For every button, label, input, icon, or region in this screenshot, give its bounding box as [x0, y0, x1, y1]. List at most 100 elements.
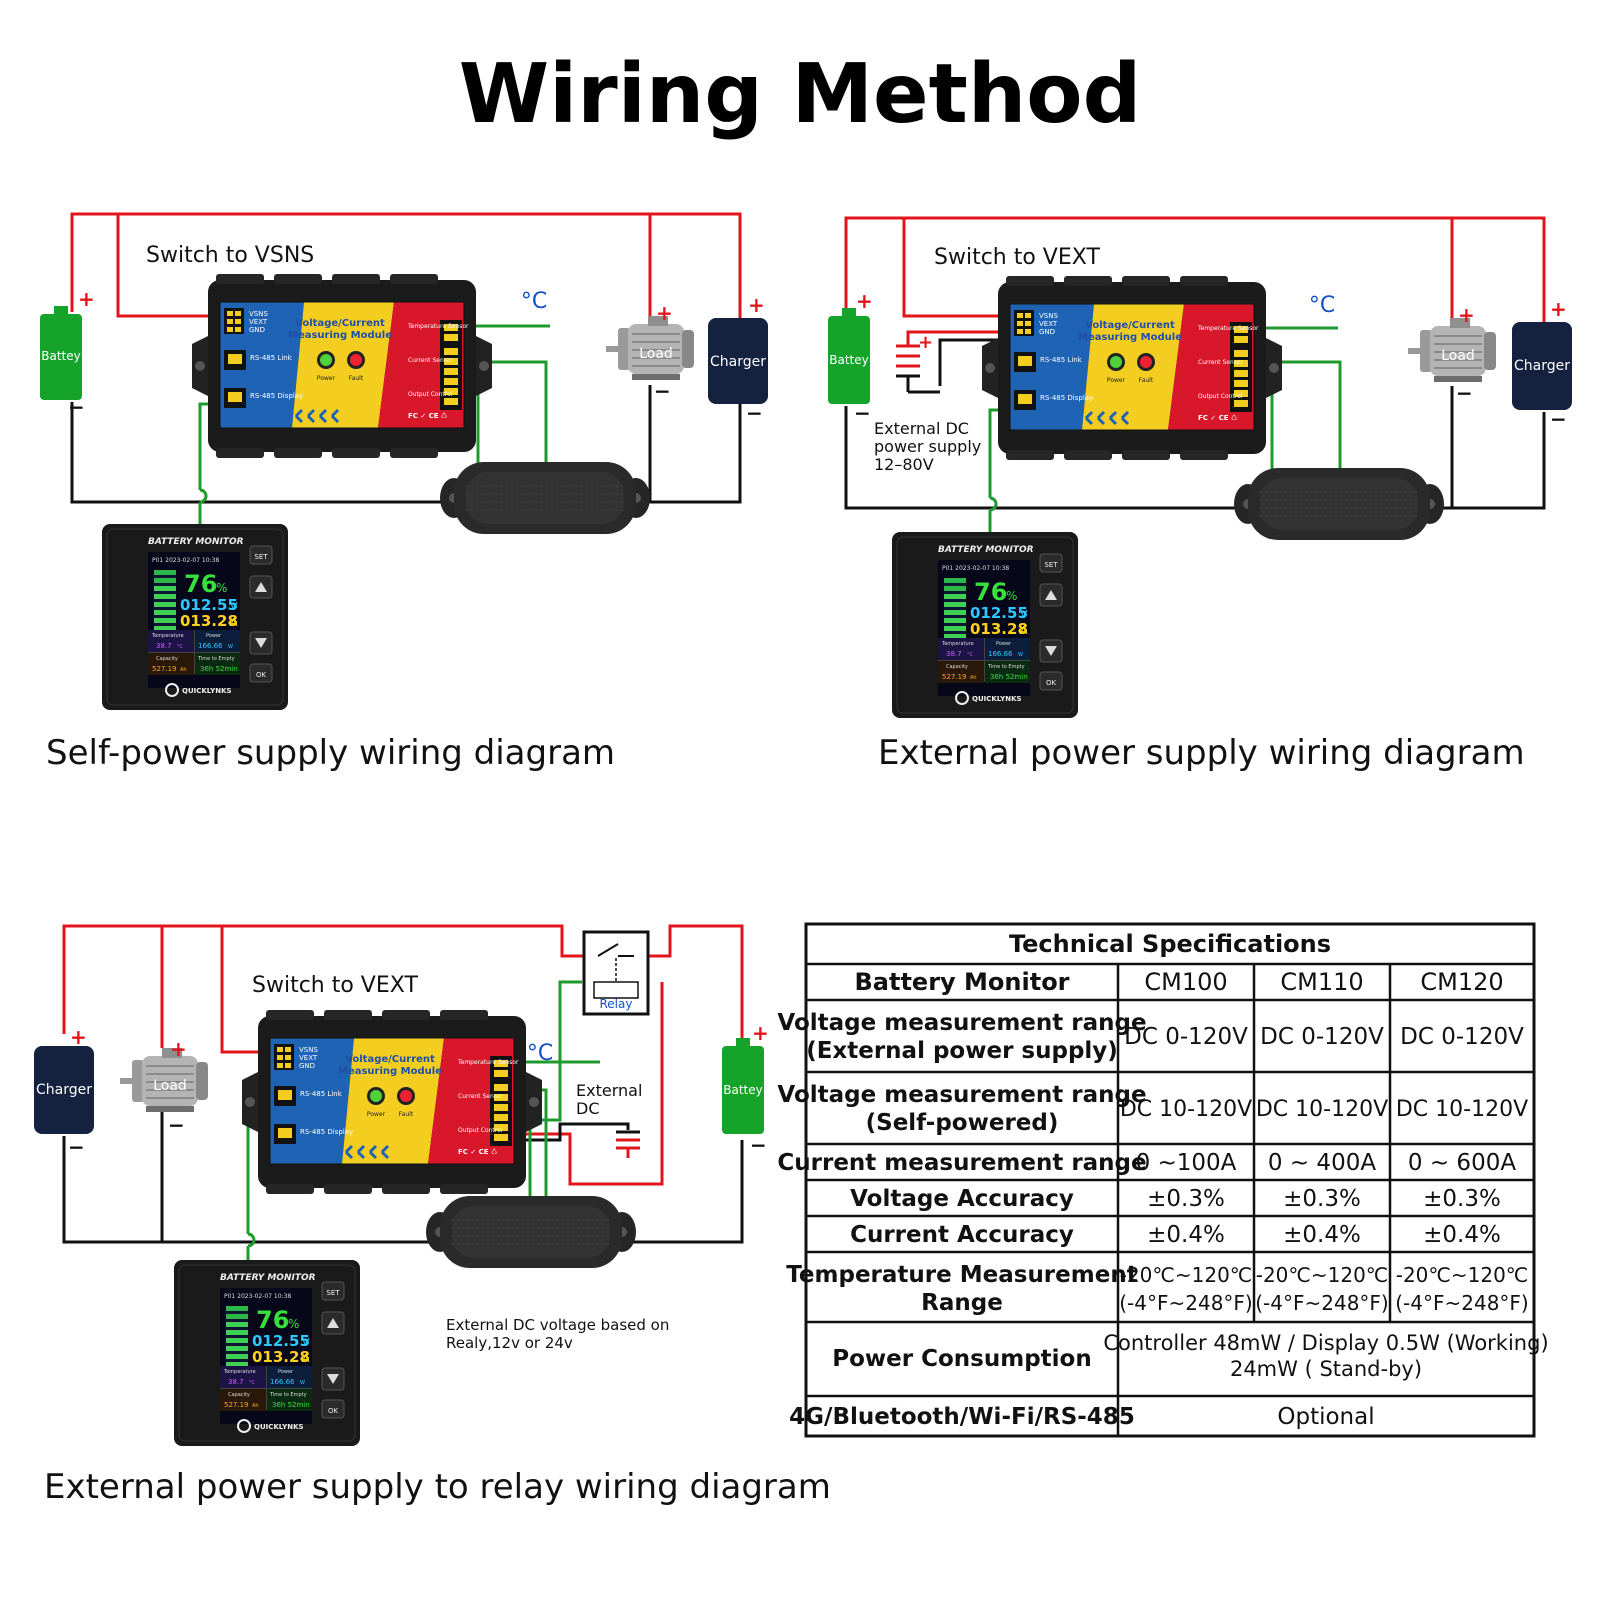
spec-cell: ±0.3%	[1423, 1186, 1501, 1212]
capacitor-icon	[896, 344, 940, 394]
celsius-label: °C	[521, 289, 547, 314]
relay-note-line1: External DC voltage based on	[446, 1316, 669, 1334]
svg-text:GND: GND	[249, 326, 265, 334]
svg-text:012.55: 012.55	[252, 1332, 310, 1350]
spec-table: Technical Specifications Battery Monitor…	[777, 922, 1549, 1438]
shunt-icon	[425, 1195, 637, 1269]
page-title: Wiring Method	[459, 47, 1142, 142]
minus-sign: −	[654, 379, 671, 403]
svg-text:Temperature Sensor: Temperature Sensor	[1197, 325, 1259, 332]
svg-text:166.66: 166.66	[198, 642, 223, 650]
svg-text:Power: Power	[278, 1369, 294, 1375]
spec-row-label: Temperature Measurement	[786, 1262, 1137, 1288]
ext-dc-line2: power supply	[874, 437, 981, 456]
spec-cell: ±0.4%	[1423, 1222, 1501, 1248]
plus-sign: +	[752, 1021, 769, 1045]
svg-text:P01 2023-02-07 10:38: P01 2023-02-07 10:38	[942, 565, 1009, 572]
svg-text:Output Control: Output Control	[1198, 393, 1243, 400]
spec-cell: DC 0-120V	[1260, 1024, 1384, 1050]
svg-text:BATTERY MONITOR: BATTERY MONITOR	[220, 1273, 316, 1283]
svg-text:Voltage/Current: Voltage/Current	[1085, 320, 1175, 331]
svg-text:OK: OK	[256, 671, 267, 679]
spec-row-label: Power Consumption	[832, 1346, 1091, 1372]
svg-text:FC ✓ CE ♺: FC ✓ CE ♺	[1198, 414, 1237, 422]
svg-text:Time to Empty: Time to Empty	[269, 1392, 307, 1398]
battery-icon: Battey	[722, 1038, 764, 1134]
svg-text:SET: SET	[326, 1289, 340, 1297]
spec-header-label: Battery Monitor	[854, 968, 1069, 996]
svg-text:Ah: Ah	[252, 1403, 259, 1409]
svg-text:012.55: 012.55	[180, 596, 238, 614]
svg-text:Power: Power	[996, 641, 1012, 647]
svg-text:Power: Power	[367, 1111, 386, 1118]
measuring-module-icon: VSNS VEXT GND RS-485 Link RS-485 Display…	[980, 274, 1284, 462]
relay-icon: Relay	[582, 930, 650, 1016]
plus-sign: +	[1550, 297, 1567, 321]
minus-sign: −	[746, 401, 763, 425]
charger-label: Charger	[1514, 358, 1570, 374]
motor-icon: Load	[1407, 317, 1497, 383]
svg-text:QUICKLYNKS: QUICKLYNKS	[182, 687, 232, 695]
spec-cell: (-4°F~248°F)	[1395, 1291, 1529, 1315]
spec-cell: Optional	[1277, 1404, 1374, 1430]
minus-sign: −	[68, 1135, 85, 1159]
spec-cell: 24mW ( Stand-by)	[1230, 1357, 1422, 1381]
plus-sign: +	[1458, 303, 1475, 327]
svg-text:W: W	[300, 1380, 305, 1386]
svg-text:RS-485 Display: RS-485 Display	[250, 392, 303, 400]
svg-text:527.19: 527.19	[942, 673, 967, 681]
svg-text:%: %	[216, 581, 227, 595]
svg-text:38.7: 38.7	[228, 1378, 244, 1386]
spec-title: Technical Specifications	[1009, 930, 1331, 958]
spec-cell: DC 0-120V	[1124, 1024, 1248, 1050]
spec-row-label: Voltage measurement range	[777, 1010, 1146, 1036]
display-monitor-icon: BATTERY MONITOR P01 2023-02-07 10:38 76 …	[891, 531, 1079, 719]
svg-text:V: V	[1020, 608, 1028, 621]
display-monitor-icon: BATTERY MONITOR P01 2023-02-07 10:38 76 …	[101, 523, 289, 711]
svg-text:Ah: Ah	[970, 675, 977, 681]
svg-text:VSNS: VSNS	[1039, 312, 1058, 320]
svg-text:W: W	[228, 644, 233, 650]
svg-text:W: W	[1018, 652, 1023, 658]
svg-text:°C: °C	[249, 1380, 256, 1386]
plus-sign: +	[748, 293, 765, 317]
shunt-icon	[1233, 467, 1445, 541]
svg-text:OK: OK	[1046, 679, 1057, 687]
svg-text:76: 76	[256, 1306, 289, 1334]
svg-text:Capacity: Capacity	[946, 664, 968, 670]
spec-row-label: (Self-powered)	[866, 1110, 1059, 1136]
motor-icon: Load	[605, 315, 695, 381]
battery-icon: Battey	[40, 306, 82, 400]
spec-cell: Controller 48mW / Display 0.5W (Working)	[1103, 1331, 1548, 1355]
minus-sign: −	[1456, 381, 1473, 405]
spec-cell: -20℃~120℃	[1396, 1263, 1529, 1287]
svg-text:Measuring Module: Measuring Module	[338, 1066, 442, 1077]
svg-text:P01 2023-02-07 10:38: P01 2023-02-07 10:38	[152, 557, 219, 564]
battery-icon: Battey	[828, 308, 870, 404]
plus-sign: +	[918, 332, 933, 353]
svg-text:166.66: 166.66	[988, 650, 1013, 658]
svg-text:V: V	[302, 1336, 310, 1349]
svg-text:BATTERY MONITOR: BATTERY MONITOR	[938, 545, 1034, 555]
svg-text:VSNS: VSNS	[249, 310, 268, 318]
svg-text:38.7: 38.7	[156, 642, 172, 650]
minus-sign: −	[918, 382, 933, 403]
spec-cell: DC 10-120V	[1256, 1097, 1388, 1122]
svg-text:%: %	[1006, 589, 1017, 603]
motor-icon: Load	[119, 1047, 209, 1113]
svg-text:36h 52min: 36h 52min	[990, 673, 1028, 681]
diagram-caption: Self-power supply wiring diagram	[46, 733, 615, 773]
svg-text:QUICKLYNKS: QUICKLYNKS	[972, 695, 1022, 703]
relay-note-line2: Realy,12v or 24v	[446, 1334, 573, 1352]
spec-cell: -20℃~120℃	[1120, 1263, 1253, 1287]
svg-text:527.19: 527.19	[152, 665, 177, 673]
minus-sign: −	[68, 395, 85, 419]
minus-sign: −	[168, 1113, 185, 1137]
spec-header-model: CM120	[1420, 968, 1503, 996]
charger-icon: Charger	[34, 1046, 94, 1134]
svg-text:Measuring Module: Measuring Module	[288, 330, 392, 341]
measuring-module-icon: VSNS VEXT GND RS-485 Link RS-485 Display…	[240, 1008, 544, 1196]
relay-label: Relay	[600, 997, 633, 1011]
svg-text:P01 2023-02-07 10:38: P01 2023-02-07 10:38	[224, 1293, 291, 1300]
